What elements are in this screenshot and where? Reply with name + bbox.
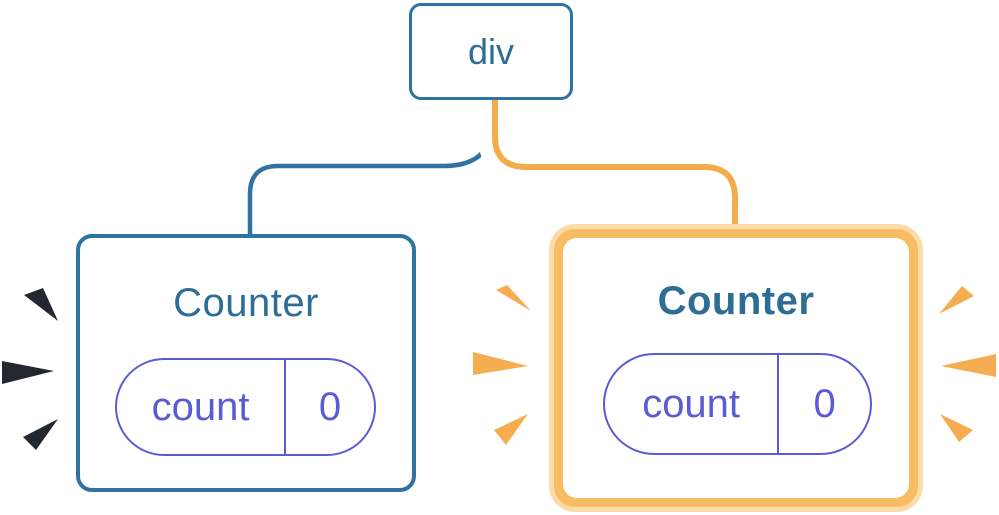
counter-card-left: Counter count 0 xyxy=(76,234,416,492)
counter-title: Counter xyxy=(173,281,319,325)
burst-right-top-icon xyxy=(939,286,974,314)
state-key: count xyxy=(117,360,287,454)
state-value: 0 xyxy=(318,384,342,429)
burst-middle-middle-icon xyxy=(473,352,528,375)
burst-left-middle-icon xyxy=(2,361,54,384)
burst-middle-bottom-icon xyxy=(494,414,528,445)
burst-middle-top-icon xyxy=(496,285,531,311)
edge-div-to-left-counter-icon xyxy=(247,100,498,236)
burst-right-bottom-icon xyxy=(940,414,973,442)
tree-node-div-label: div xyxy=(467,30,515,72)
burst-left-bottom-icon xyxy=(23,419,58,450)
state-key: count xyxy=(605,355,780,453)
state-pill: count 0 xyxy=(603,353,872,455)
burst-right-middle-icon xyxy=(941,354,996,377)
counter-title: Counter xyxy=(657,279,815,323)
edge-div-to-right-counter-icon xyxy=(492,100,738,232)
counter-card-right-highlighted: Counter count 0 xyxy=(549,224,923,512)
state-value: 0 xyxy=(813,381,836,426)
tree-node-div: div xyxy=(409,3,573,100)
state-pill: count 0 xyxy=(115,358,376,456)
burst-left-top-icon xyxy=(24,288,58,321)
